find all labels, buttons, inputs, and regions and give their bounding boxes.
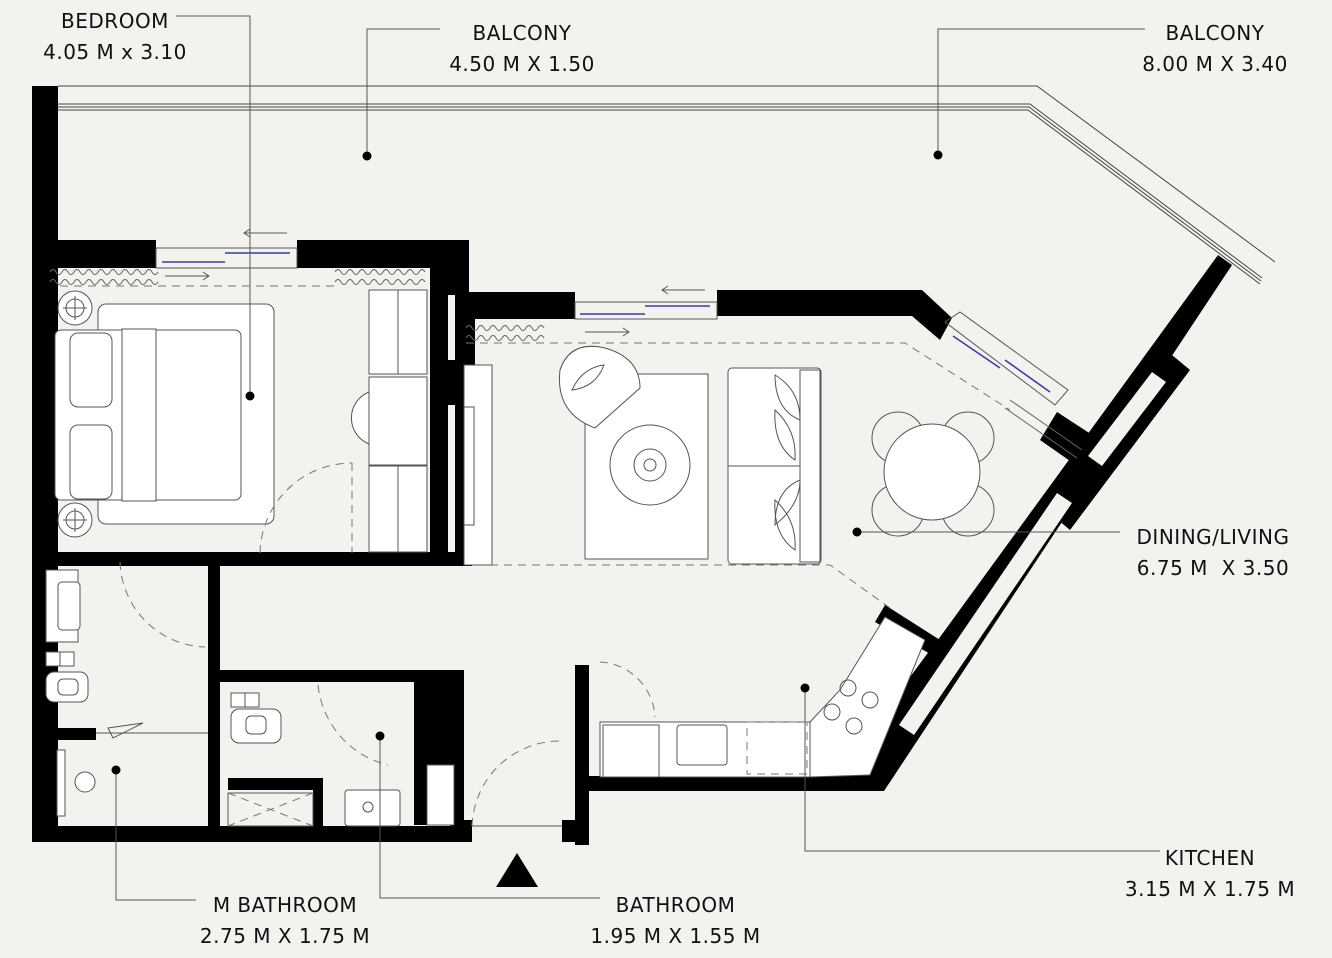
coffee-table xyxy=(609,424,691,506)
leader-lines xyxy=(111,15,1160,901)
wall-bottom xyxy=(32,826,472,842)
wall-left xyxy=(32,86,58,842)
label-bathroom: BATHROOM 1.95 M X 1.55 M xyxy=(578,890,773,952)
wall-shower xyxy=(228,778,322,790)
wall-entry-right-lower xyxy=(575,735,589,845)
wall-bedroom-right-outer xyxy=(448,240,469,295)
bath-fixtures xyxy=(227,684,455,827)
room-name: DINING/LIVING xyxy=(1136,525,1290,549)
wall-bedroom-right xyxy=(430,240,448,565)
balcony-railing xyxy=(58,85,1276,285)
entrance-triangle-icon xyxy=(496,853,538,887)
wall-bath-divider xyxy=(208,560,220,840)
armchair xyxy=(558,345,641,429)
living-sliding-door[interactable] xyxy=(574,285,718,337)
label-kitchen: KITCHEN 3.15 M X 1.75 M xyxy=(1115,843,1305,905)
wall-dining-corner xyxy=(1040,412,1100,470)
label-dining-living: DINING/LIVING 6.75 M X 3.50 xyxy=(1118,522,1308,584)
room-name: M BATHROOM xyxy=(212,893,358,917)
label-balcony-large: BALCONY 8.00 M X 3.40 xyxy=(1125,18,1305,80)
wall-living-top-left xyxy=(462,292,575,319)
wall-living-top-right xyxy=(717,290,952,340)
dining-sliding-door[interactable] xyxy=(944,311,1069,406)
kitchen-counter xyxy=(599,616,926,778)
mbath-fixtures xyxy=(45,561,208,817)
desk-chair xyxy=(350,391,370,445)
diagonal-wall-openings xyxy=(899,372,1166,735)
dining-table xyxy=(871,411,995,537)
nightstand-lamps xyxy=(57,290,93,538)
room-size: 3.15 M X 1.75 M xyxy=(1124,877,1296,901)
wall-mbath-partition xyxy=(32,728,96,740)
room-name: BALCONY xyxy=(1165,21,1265,45)
label-master-bathroom: M BATHROOM 2.75 M X 1.75 M xyxy=(185,890,385,952)
room-size: 4.50 M X 1.50 xyxy=(449,52,595,76)
wall-bedroom-top-left xyxy=(32,240,156,268)
bedroom-door-swing[interactable] xyxy=(259,462,353,554)
radiators xyxy=(49,269,1083,459)
tv-unit xyxy=(463,364,493,566)
room-size: 8.00 M X 3.40 xyxy=(1142,52,1288,76)
wall-entry-right xyxy=(575,665,589,735)
bulkhead-line-living xyxy=(466,342,1011,411)
entry-doors[interactable] xyxy=(471,661,656,827)
wall-entry-right-jamb xyxy=(562,820,584,842)
room-name: BATHROOM xyxy=(615,893,736,917)
room-size: 6.75 M X 3.50 xyxy=(1136,556,1290,580)
bed xyxy=(54,303,275,525)
room-size: 1.95 M X 1.55 M xyxy=(590,924,761,948)
sofa xyxy=(727,367,822,565)
room-size: 4.05 M x 3.10 xyxy=(43,40,187,64)
wall-bedroom-bottom xyxy=(32,552,472,566)
room-name: KITCHEN xyxy=(1164,846,1256,870)
wall-shower-side xyxy=(313,778,323,828)
wardrobe xyxy=(368,289,428,553)
room-name: BALCONY xyxy=(472,21,572,45)
wall-bathroom-top xyxy=(208,670,462,682)
bulkhead-line-lower xyxy=(490,564,891,609)
room-size: 2.75 M X 1.75 M xyxy=(199,924,371,948)
label-bedroom: BEDROOM 4.05 M x 3.10 xyxy=(30,6,200,68)
wall-entry-left xyxy=(450,820,472,842)
room-name: BEDROOM xyxy=(61,9,169,33)
bedroom-sliding-door[interactable] xyxy=(155,228,298,281)
label-balcony-small: BALCONY 4.50 M X 1.50 xyxy=(432,18,612,80)
